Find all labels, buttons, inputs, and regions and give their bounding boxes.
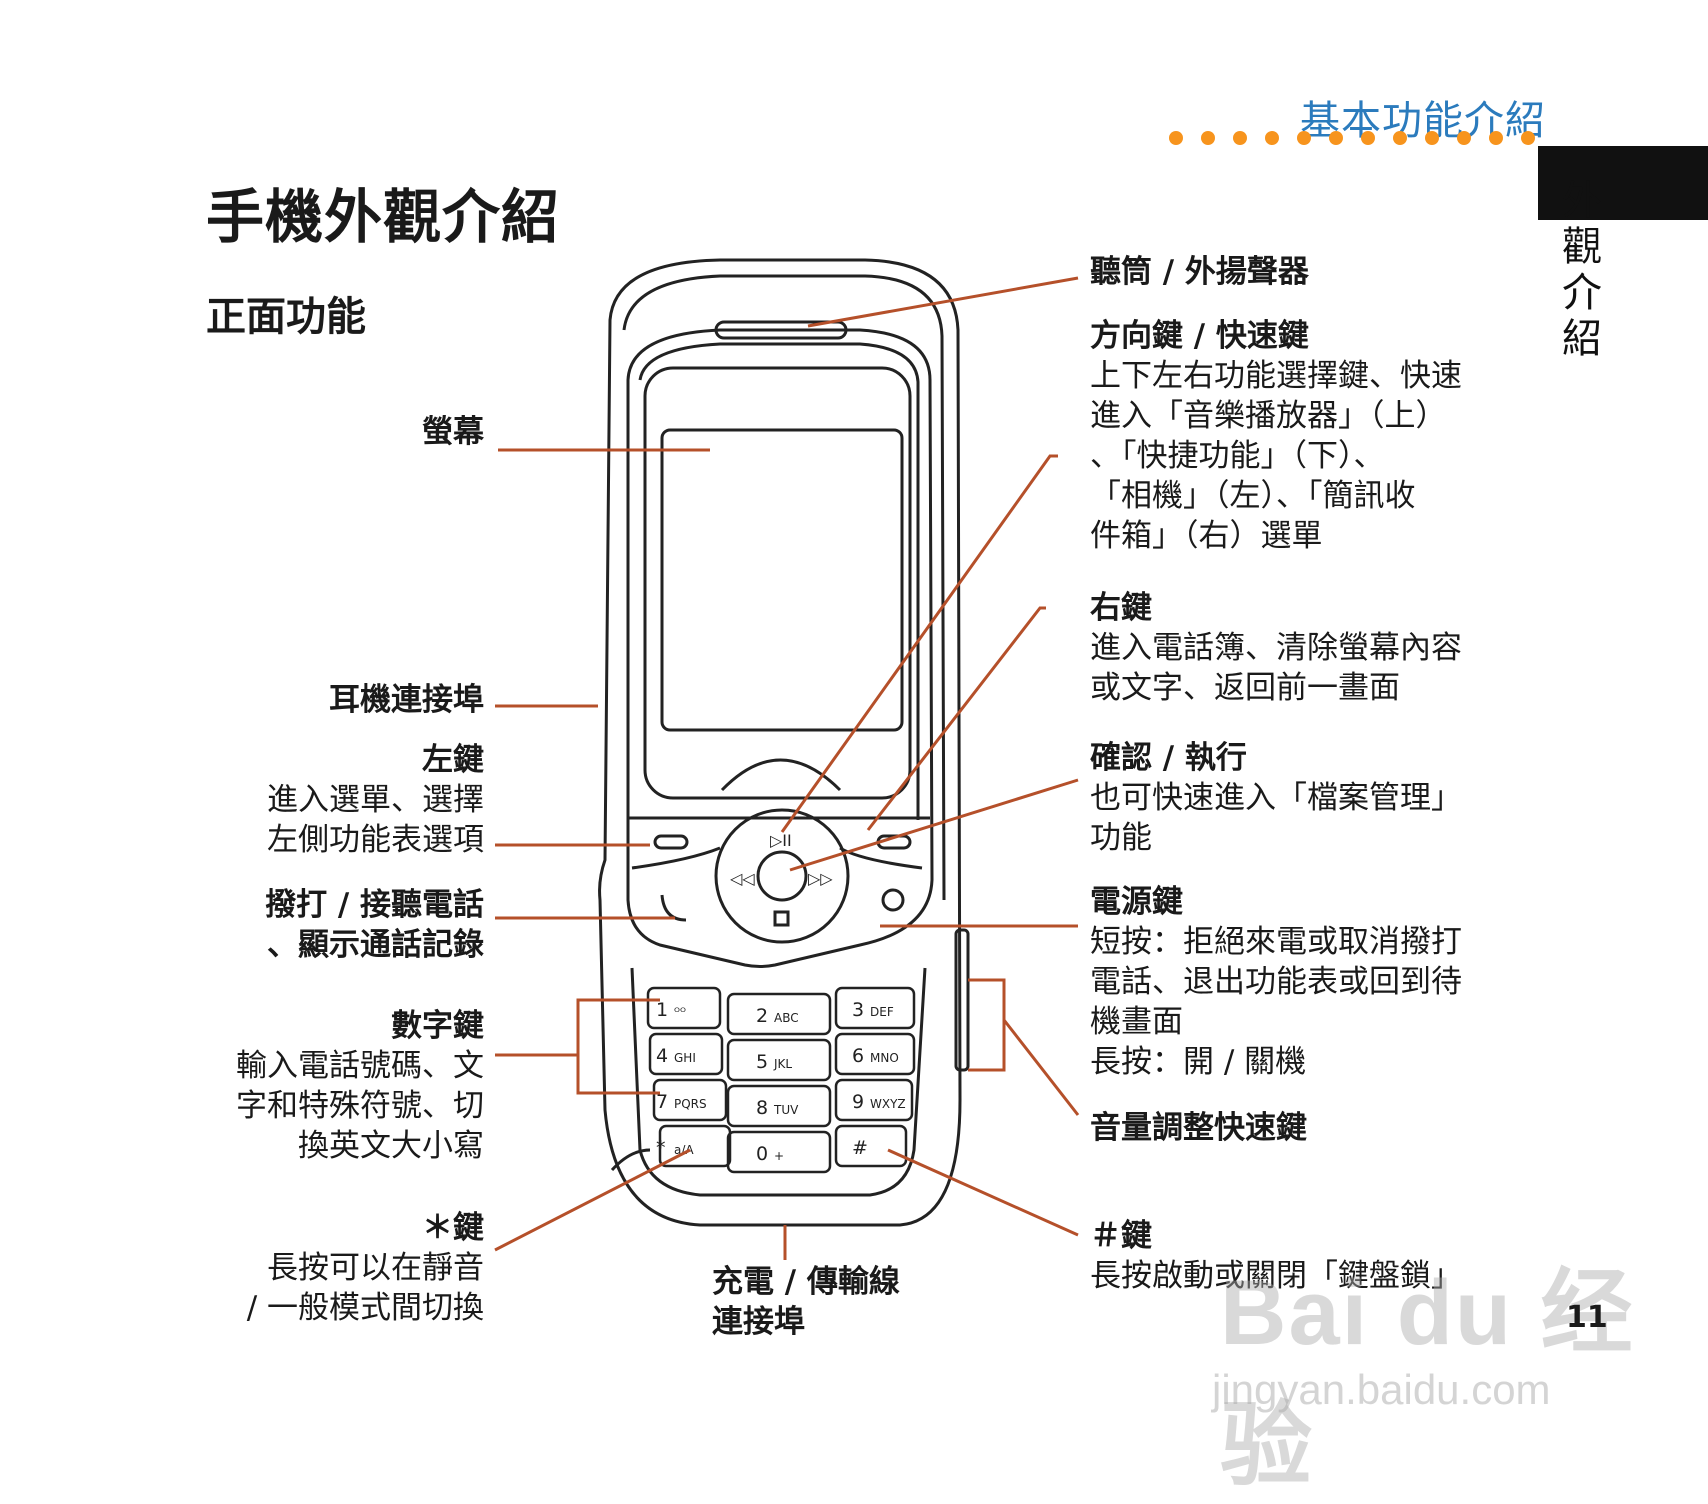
label-number-keys: 數字鍵輸入電話號碼、文 字和特殊符號、切 換英文大小寫 (236, 1008, 484, 1164)
call-icon (660, 894, 687, 922)
key-8-digit: 8 (756, 1097, 768, 1119)
key-1-letters: ᴼᴼ (674, 1005, 686, 1019)
label-charger-port: 充電 / 傳輸線 連接埠 (712, 1264, 900, 1340)
label-call-key: 撥打 / 接聽電話 、顯示通話記錄 (265, 887, 484, 963)
key-7-letters: PQRS (674, 1097, 707, 1111)
key-9-digit: 9 (852, 1091, 864, 1113)
key-3-letters: DEF (870, 1005, 894, 1019)
key-2-digit: 2 (756, 1005, 768, 1027)
label-nav-key: 方向鍵 / 快速鍵上下左右功能選擇鍵、快速 進入「音樂播放器」（上） 、「快捷功… (1090, 318, 1462, 554)
svg-text:◁◁: ◁◁ (729, 869, 755, 888)
key-12-digit: # (852, 1137, 868, 1159)
key-4-letters: GHI (674, 1051, 696, 1065)
label-right-key: 右鍵進入電話簿、清除螢幕內容 或文字、返回前一畫面 (1090, 590, 1462, 706)
svg-text:▷II: ▷II (770, 831, 792, 850)
key-1-digit: 1 (656, 999, 668, 1021)
key-9-letters: WXYZ (870, 1097, 906, 1111)
label-left-key: 左鍵進入選單、選擇 左側功能表選項 (267, 742, 484, 858)
power-icon (881, 888, 905, 912)
ok-button (756, 850, 808, 902)
section-title: 正面功能 (206, 294, 366, 340)
nav-ring (714, 808, 850, 944)
slider-upper (626, 328, 934, 968)
key-5-letters: JKL (773, 1057, 792, 1071)
label-screen: 螢幕 (422, 414, 484, 450)
side-tab-label: 外觀介紹 (1562, 178, 1602, 362)
keypad (646, 986, 916, 1174)
svg-text:▷▷: ▷▷ (808, 869, 833, 888)
earpiece-grill (714, 320, 848, 340)
screen-display (660, 428, 904, 732)
label-volume-key: 音量調整快速鍵 (1090, 1110, 1307, 1146)
key-2-letters: ABC (774, 1011, 799, 1025)
label-hash-key: ＃鍵長按啟動或關閉「鍵盤鎖」 (1090, 1218, 1462, 1294)
key-6-digit: 6 (852, 1045, 864, 1067)
key-5-digit: 5 (756, 1051, 768, 1073)
key-10-digit: * (656, 1137, 666, 1159)
key-3-digit: 3 (852, 999, 864, 1021)
key-11-digit: 0 (756, 1143, 768, 1165)
left-softkey (653, 834, 689, 850)
leader-lines (494, 276, 1080, 1252)
key-10-letters: a/A (674, 1143, 694, 1157)
label-earpiece: 聽筒 / 外揚聲器 (1090, 254, 1309, 290)
watermark-url: jingyan.baidu.com (1212, 1366, 1551, 1413)
screen-bezel (643, 366, 912, 800)
key-7-digit: 7 (656, 1091, 668, 1113)
label-ok-key: 確認 / 執行也可快速進入「檔案管理」 功能 (1090, 740, 1462, 856)
watermark-brand: Bai du 经验 (1220, 1262, 1635, 1497)
key-6-letters: MNO (870, 1051, 899, 1065)
side-tab-bar (1538, 146, 1708, 220)
label-star-key: ＊鍵長按可以在靜音 / 一般模式間切換 (246, 1210, 484, 1326)
label-power-key: 電源鍵短按：拒絕來電或取消撥打 電話、退出功能表或回到待 機畫面 長按：開 / … (1090, 884, 1462, 1080)
key-8-letters: TUV (773, 1103, 799, 1117)
page-number: 11 (1566, 1300, 1608, 1335)
side-volume-button (954, 928, 970, 1072)
key-4-digit: 4 (656, 1045, 668, 1067)
page-title: 手機外觀介紹 (206, 183, 561, 251)
label-headset-port: 耳機連接埠 (329, 682, 484, 718)
key-11-letters: + (774, 1149, 784, 1163)
phone-outer-body (598, 258, 962, 1227)
